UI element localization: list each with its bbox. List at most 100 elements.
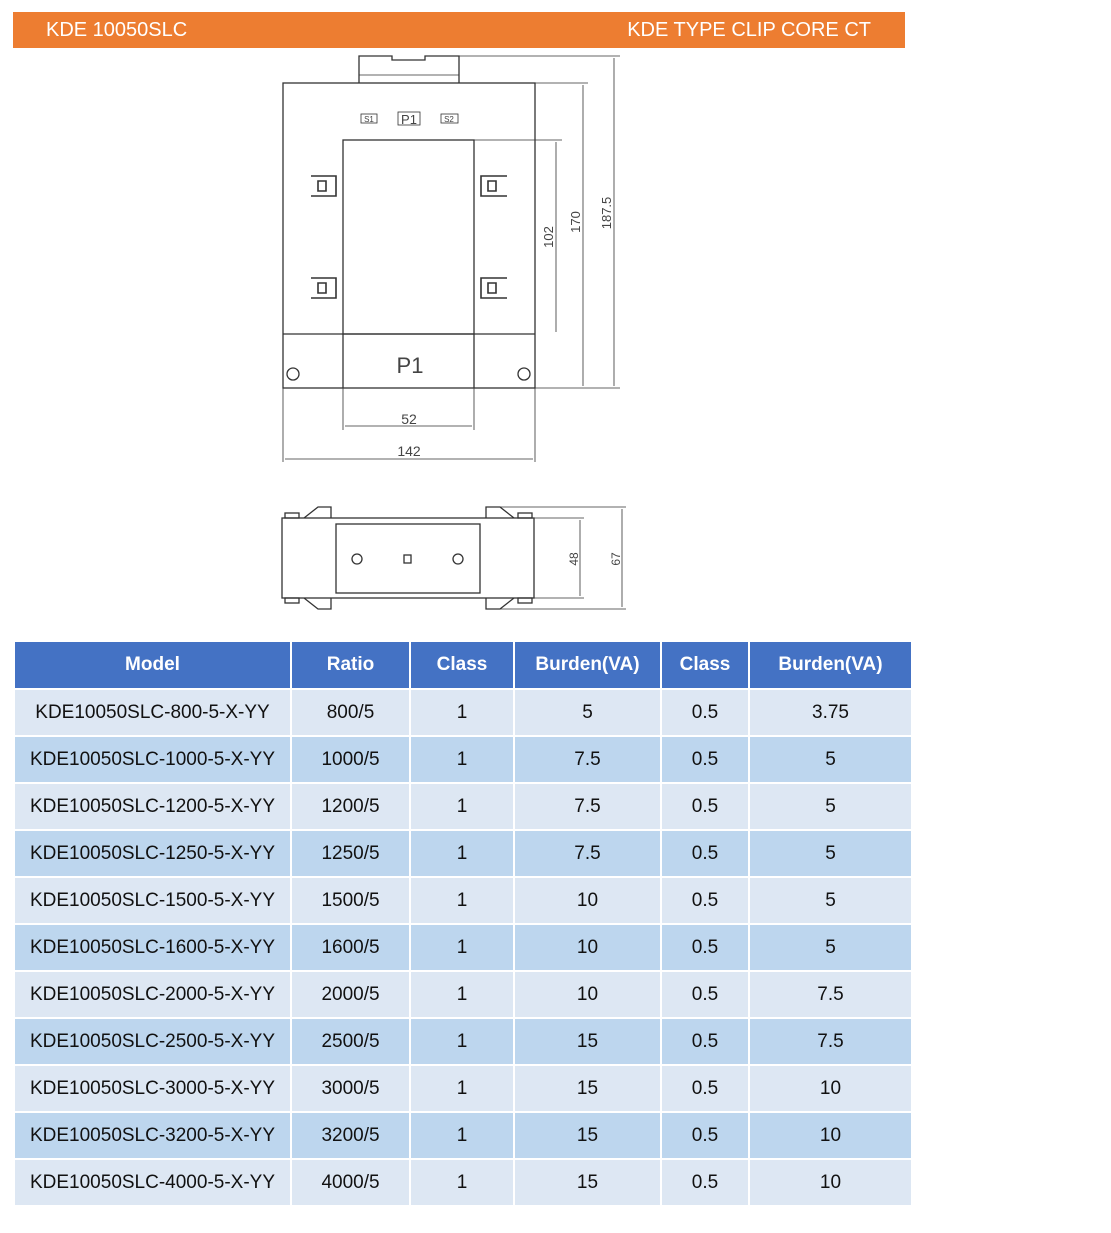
table-cell: 0.5 (660, 1064, 750, 1113)
column-header: Burden(VA) (748, 640, 913, 690)
table-cell: 2500/5 (290, 1017, 411, 1066)
table-cell: 1 (409, 876, 515, 925)
table-cell: 5 (748, 735, 913, 784)
column-header: Ratio (290, 640, 411, 690)
table-cell: 4000/5 (290, 1158, 411, 1207)
terminal-s1-label: S1 (364, 115, 374, 124)
table-cell: 0.5 (660, 923, 750, 972)
table-cell: 3000/5 (290, 1064, 411, 1113)
table-cell: 2000/5 (290, 970, 411, 1019)
table-cell: 1 (409, 1158, 515, 1207)
table-cell: 1000/5 (290, 735, 411, 784)
table-cell: 1 (409, 1017, 515, 1066)
table-cell: 0.5 (660, 876, 750, 925)
table-cell: 1200/5 (290, 782, 411, 831)
dim-67: 67 (609, 552, 623, 566)
clip-icons (311, 175, 507, 299)
dim-48: 48 (567, 552, 581, 566)
dim-142: 142 (397, 443, 421, 459)
table-cell: KDE10050SLC-2000-5-X-YY (13, 970, 292, 1019)
side-view: 48 67 (281, 506, 626, 610)
table-cell: 0.5 (660, 688, 750, 737)
table-cell: 10 (748, 1064, 913, 1113)
table-cell: 5 (748, 876, 913, 925)
table-cell: 7.5 (748, 970, 913, 1019)
dimension-drawing: S1 P1 S2 P1 52 142 102 170 187.5 (281, 55, 626, 610)
table-cell: 15 (513, 1111, 662, 1160)
table-cell: KDE10050SLC-2500-5-X-YY (13, 1017, 292, 1066)
table-cell: KDE10050SLC-4000-5-X-YY (13, 1158, 292, 1207)
dim-170: 170 (568, 211, 583, 233)
terminal-s2-label: S2 (444, 115, 454, 124)
front-view: S1 P1 S2 P1 52 142 102 170 187.5 (282, 55, 620, 462)
table-cell: 15 (513, 1158, 662, 1207)
table-cell: 7.5 (513, 829, 662, 878)
table-cell: 5 (748, 782, 913, 831)
table-cell: 15 (513, 1017, 662, 1066)
table-cell: 7.5 (748, 1017, 913, 1066)
table-cell: KDE10050SLC-1200-5-X-YY (13, 782, 292, 831)
table-cell: 15 (513, 1064, 662, 1113)
table-cell: 10 (748, 1158, 913, 1207)
table-cell: 10 (513, 970, 662, 1019)
dim-102: 102 (541, 226, 556, 248)
terminal-p1-label: P1 (401, 112, 417, 127)
table-cell: 0.5 (660, 782, 750, 831)
table-cell: KDE10050SLC-3200-5-X-YY (13, 1111, 292, 1160)
table-cell: KDE10050SLC-1250-5-X-YY (13, 829, 292, 878)
table-cell: 0.5 (660, 735, 750, 784)
type-title: KDE TYPE CLIP CORE CT (627, 19, 871, 41)
dim-52: 52 (401, 411, 417, 427)
column-header: Model (13, 640, 292, 690)
table-cell: 1 (409, 735, 515, 784)
table-cell: 1 (409, 782, 515, 831)
table-cell: 5 (748, 829, 913, 878)
table-cell: 1250/5 (290, 829, 411, 878)
table-cell: 5 (513, 688, 662, 737)
column-header: Burden(VA) (513, 640, 662, 690)
specification-table: Model Ratio Class Burden(VA) Class Burde… (13, 640, 913, 1207)
table-cell: 7.5 (513, 735, 662, 784)
table-cell: 10 (513, 923, 662, 972)
table-cell: 7.5 (513, 782, 662, 831)
table-cell: 1 (409, 829, 515, 878)
table-cell: 10 (513, 876, 662, 925)
table-cell: KDE10050SLC-1000-5-X-YY (13, 735, 292, 784)
table-cell: 1600/5 (290, 923, 411, 972)
table-cell: 1 (409, 688, 515, 737)
table-cell: 0.5 (660, 1158, 750, 1207)
table-cell: 3.75 (748, 688, 913, 737)
table-cell: 0.5 (660, 1017, 750, 1066)
table-cell: 3200/5 (290, 1111, 411, 1160)
table-cell: KDE10050SLC-1600-5-X-YY (13, 923, 292, 972)
table-cell: 1 (409, 1111, 515, 1160)
table-header-row: Model Ratio Class Burden(VA) Class Burde… (13, 640, 913, 690)
table-cell: KDE10050SLC-3000-5-X-YY (13, 1064, 292, 1113)
table-cell: 5 (748, 923, 913, 972)
table-cell: KDE10050SLC-800-5-X-YY (13, 688, 292, 737)
table-cell: 0.5 (660, 829, 750, 878)
table-cell: KDE10050SLC-1500-5-X-YY (13, 876, 292, 925)
dim-187-5: 187.5 (599, 197, 614, 230)
model-title: KDE 10050SLC (46, 19, 188, 41)
table-cell: 10 (748, 1111, 913, 1160)
table-cell: 0.5 (660, 1111, 750, 1160)
table-cell: 1 (409, 970, 515, 1019)
column-header: Class (409, 640, 515, 690)
p1-marking: P1 (397, 353, 424, 378)
table-cell: 800/5 (290, 688, 411, 737)
table-cell: 0.5 (660, 970, 750, 1019)
column-header: Class (660, 640, 750, 690)
title-banner: KDE 10050SLC KDE TYPE CLIP CORE CT (13, 12, 905, 48)
table-cell: 1 (409, 1064, 515, 1113)
